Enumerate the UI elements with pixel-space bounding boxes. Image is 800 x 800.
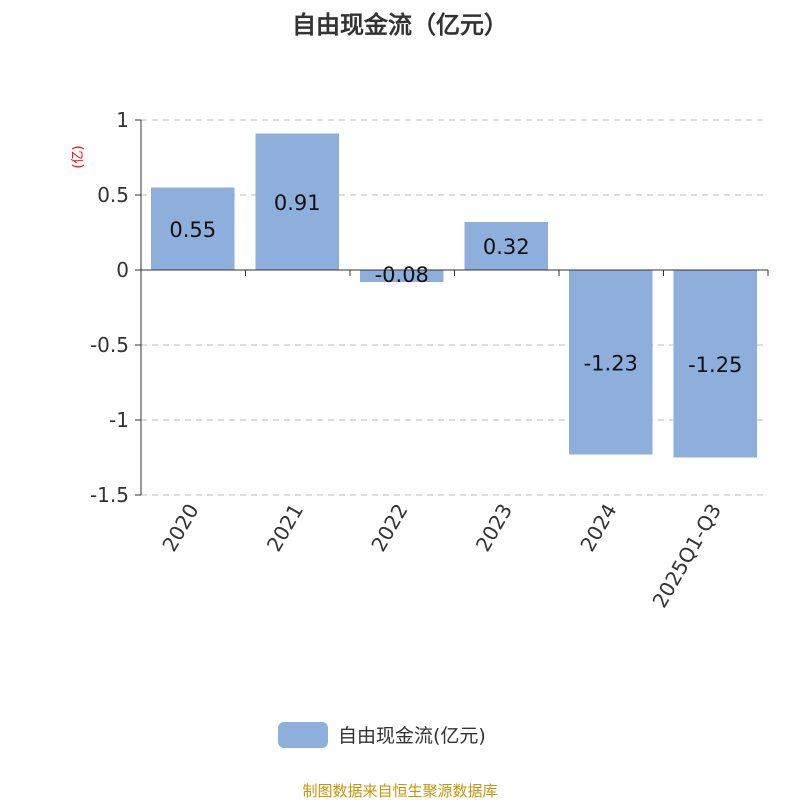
data-label: 0.55 [169,218,216,242]
data-label: 0.91 [274,191,321,215]
x-tick-label: 2020 [157,500,203,556]
x-tick-label: 2025Q1-Q3 [647,500,726,612]
legend-swatch [278,722,328,748]
y-tick-label: 0 [116,258,129,282]
bar [569,270,653,455]
x-tick-label: 2024 [575,500,621,556]
bar [360,270,444,282]
bar [464,222,548,270]
legend-label: 自由现金流(亿元) [338,725,486,747]
data-label: 0.32 [483,235,530,259]
bar [255,133,339,270]
bar [151,187,235,270]
source-note: 制图数据来自恒生聚源数据库 [302,782,497,800]
data-label: -1.25 [688,353,742,377]
y-tick-label: 0.5 [97,183,129,207]
y-tick-label: 1 [116,108,129,132]
bar [673,270,757,458]
x-tick-label: 2022 [366,500,412,556]
y-axis-label: (亿) [71,145,86,168]
y-tick-label: -1 [109,408,129,432]
y-tick-label: -0.5 [90,333,129,357]
x-tick-label: 2021 [262,500,308,556]
data-label: -0.08 [375,263,429,287]
y-tick-label: -1.5 [90,483,129,507]
x-tick-label: 2023 [471,500,517,556]
chart-title: 自由现金流（亿元） [292,11,508,39]
legend: 自由现金流(亿元) [278,722,486,748]
data-label: -1.23 [584,351,638,375]
